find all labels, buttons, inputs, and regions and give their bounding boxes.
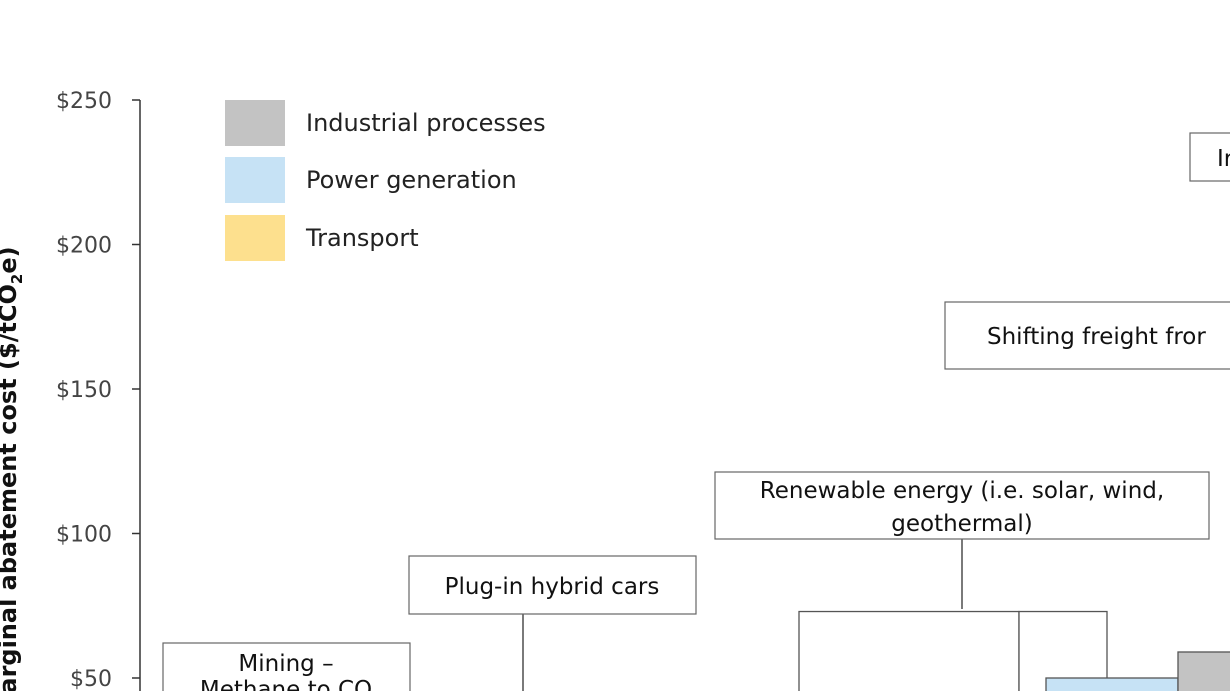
callout-label-1: Mining –: [238, 651, 333, 677]
y-tick-label: $150: [56, 378, 112, 403]
y-axis-title-end: e): [0, 246, 22, 273]
legend-swatch-3: [225, 215, 285, 261]
callout-label-1: Methane to CO: [200, 677, 372, 691]
bar-1: [798, 610, 1020, 691]
y-tick-label: $100: [56, 523, 112, 548]
y-axis-title-sub: 2: [8, 274, 26, 284]
y-tick-label: $50: [70, 667, 112, 691]
legend-label-1: Industrial processes: [306, 109, 546, 137]
callout-box-4: [944, 301, 1230, 370]
y-axis-title: arginal abatement cost ($/tCO2e): [0, 246, 26, 691]
bar-4: [1177, 651, 1230, 691]
legend-swatch-1: [225, 100, 285, 146]
bar-3: [1045, 677, 1179, 691]
legend-swatch-2: [225, 157, 285, 203]
y-tick-label: $200: [56, 234, 112, 259]
callout-box-3: [714, 471, 1210, 540]
callout-label-3: Renewable energy (i.e. solar, wind,: [760, 478, 1164, 504]
callout-label-5: Ir: [1217, 146, 1230, 172]
callout-box-5: [1189, 132, 1230, 182]
callout-label-2: Plug-in hybrid cars: [445, 574, 660, 600]
callout-box-2: [408, 555, 697, 615]
callout-label-4: Shifting freight fror: [987, 324, 1206, 350]
legend-label-2: Power generation: [306, 166, 517, 194]
legend-label-3: Transport: [305, 224, 419, 252]
y-axis-title-main: arginal abatement cost ($/tCO: [0, 284, 22, 691]
callout-box-1: [162, 642, 411, 691]
y-tick-label: $250: [56, 89, 112, 114]
callout-label-3: geothermal): [891, 511, 1032, 537]
